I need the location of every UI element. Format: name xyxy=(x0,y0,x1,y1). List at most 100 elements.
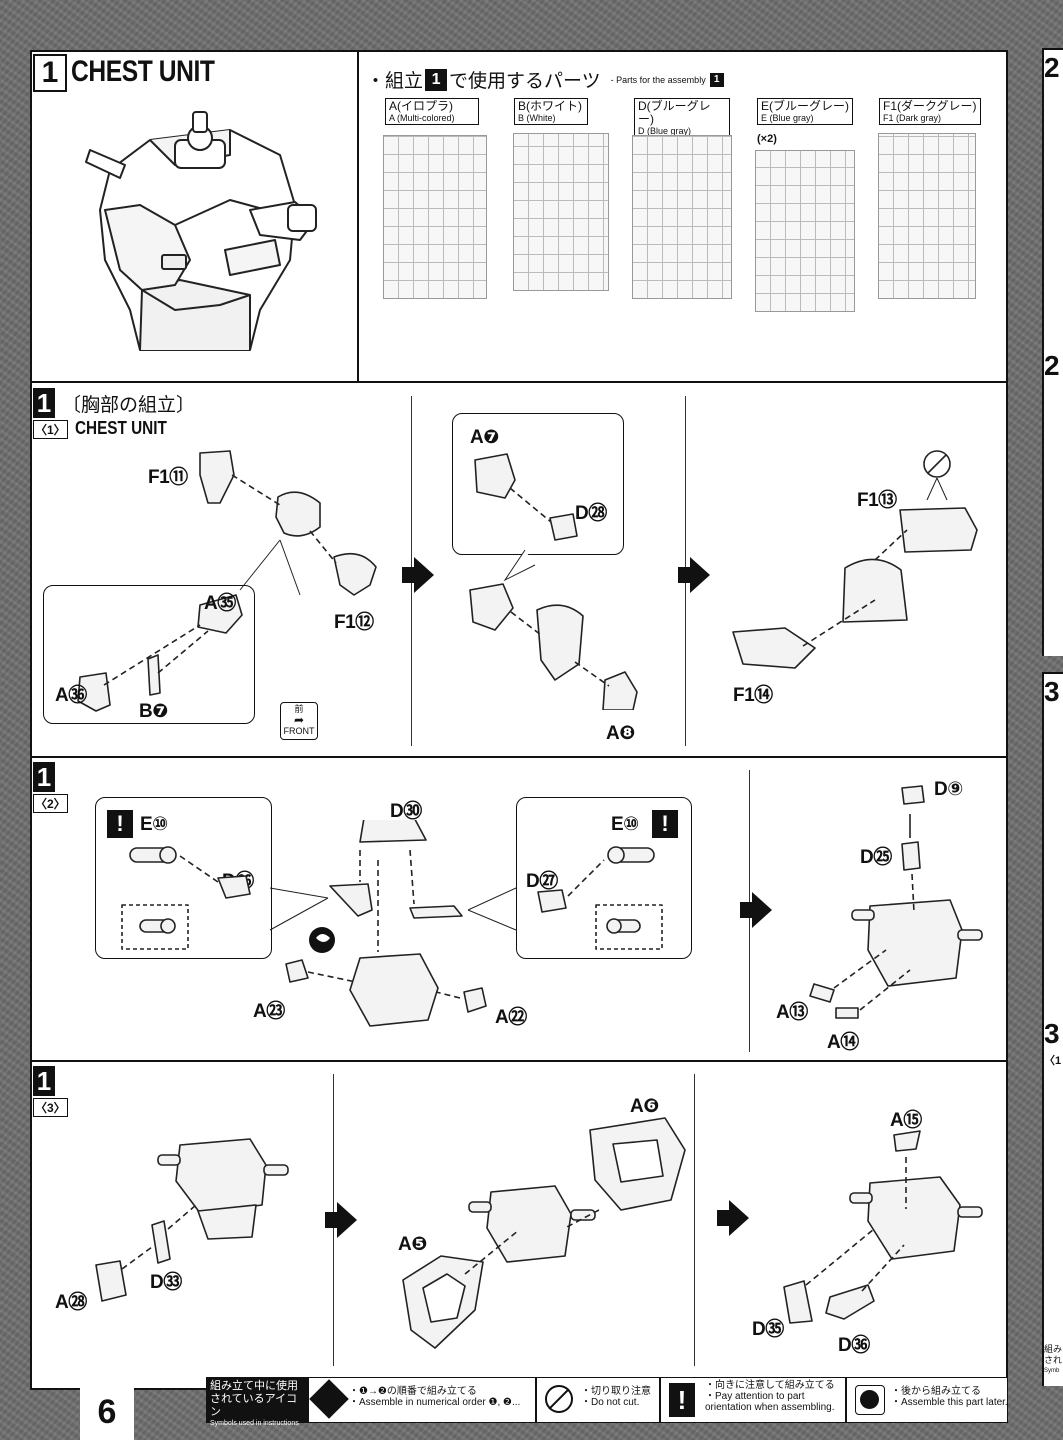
front-icon-arrow: ➦ xyxy=(293,713,305,727)
front-icon-en: FRONT xyxy=(283,726,315,736)
step1-subnumber: 〈1〉 xyxy=(33,420,68,439)
legend-item-4-jp: ・後から組み立てる xyxy=(891,1386,981,1397)
label-b7: B❼ xyxy=(139,701,168,722)
legend-title-en: Symbols used in instructions xyxy=(210,1420,299,1427)
runner-d-sprue xyxy=(632,135,732,299)
runner-label-d: D(ブルーグレー)D (Blue gray) xyxy=(634,98,730,138)
orientation-warning-icon: ! xyxy=(669,1383,695,1417)
step3-panel1-diagram xyxy=(95,1138,289,1302)
label-a15: A⑮ xyxy=(890,1110,922,1131)
step1-panel1-diagram xyxy=(77,450,377,712)
runner-b-sprue xyxy=(513,133,609,291)
label-f1-14: F1⑭ xyxy=(733,685,773,706)
label-a28: A㉘ xyxy=(55,1292,87,1313)
runner-d-en: D (Blue gray) xyxy=(638,126,692,136)
step1-title-en: CHEST UNIT xyxy=(75,418,167,438)
step2-diagram xyxy=(121,820,663,1027)
edge-tab-1: 2 xyxy=(1044,52,1060,83)
step1-title-jp: 〔胸部の組立〕 xyxy=(62,395,196,416)
legend-item-3-jp: ・向きに注意して組み立てる xyxy=(705,1380,835,1391)
runner-label-f1: F1(ダークグレー)F1 (Dark gray) xyxy=(879,98,981,125)
legend-item-do-not-cut: ・切り取り注意 ・Do not cut. xyxy=(536,1377,660,1423)
label-d30: D㉚ xyxy=(390,801,422,822)
edge-bottom-en: Symb xyxy=(1044,1368,1060,1374)
step2-subnumber: 〈2〉 xyxy=(33,794,68,813)
label-d36: D㊱ xyxy=(838,1335,870,1356)
label-e10-left: E⑩ xyxy=(140,814,168,835)
next-arrow-icon xyxy=(337,1202,357,1238)
runner-e-sprue xyxy=(755,150,855,312)
legend-item-4-en: ・Assemble this part later. xyxy=(891,1397,1008,1408)
step1-panel3-diagram xyxy=(732,450,978,669)
next-arrow-icon xyxy=(729,1200,749,1236)
next-page-edge-top xyxy=(1042,48,1063,656)
label-a23: A㉓ xyxy=(253,1001,285,1022)
label-f1-11: F1⑪ xyxy=(148,467,188,488)
label-f1-13: F1⑬ xyxy=(857,490,897,511)
assemble-later-icon xyxy=(855,1385,885,1415)
label-f1-12: F1⑫ xyxy=(334,612,374,633)
front-icon: 前 ➦ FRONT xyxy=(280,702,318,740)
runner-label-a: A(イロプラ)A (Multi-colored) xyxy=(385,98,479,125)
orientation-warning-icon: ! xyxy=(652,810,678,838)
legend-title-jp1: 組み立て中に使用 xyxy=(210,1380,298,1392)
legend-item-2-jp: ・切り取り注意 xyxy=(581,1386,651,1397)
edge-tab-2: 2 xyxy=(1044,350,1060,381)
edge-bottom-legend: 組み され Symb xyxy=(1044,1344,1063,1377)
label-a7: A❼ xyxy=(470,427,499,448)
next-arrow-icon xyxy=(414,557,434,593)
runner-e-count: (×2) xyxy=(757,133,777,145)
next-arrow-icon xyxy=(690,557,710,593)
runner-d-jp: D(ブルーグレー) xyxy=(638,99,711,126)
runner-b-en: B (White) xyxy=(518,113,556,123)
edge-bottom-jp-2: され xyxy=(1044,1355,1063,1365)
runner-a-jp: A(イロプラ) xyxy=(389,99,453,113)
step2-number: 1 xyxy=(33,762,55,792)
no-cut-icon xyxy=(545,1385,573,1413)
runner-f1-sprue xyxy=(878,133,976,299)
front-icon-jp: 前 xyxy=(294,704,304,714)
runner-a-sprue xyxy=(383,135,487,299)
header-step-number: 1 xyxy=(33,54,67,92)
legend-item-numerical-order: ・❶→❷の順番で組み立てる ・Assemble in numerical ord… xyxy=(308,1377,536,1423)
label-d33: D㉝ xyxy=(150,1272,182,1293)
label-a35: A㉟ xyxy=(204,593,236,614)
parts-header-prefix: 組立 xyxy=(385,71,424,92)
step3-panel3-diagram xyxy=(783,1130,983,1324)
runner-e-jp: E(ブルーグレー) xyxy=(761,99,849,113)
label-d9: D⑨ xyxy=(934,779,963,800)
parts-header-suffix: で使用するパーツ xyxy=(449,71,601,92)
legend-item-3-en: ・Pay attention to part orientation when … xyxy=(705,1391,835,1413)
orientation-warning-icon: ! xyxy=(107,810,133,838)
runner-f1-jp: F1(ダークグレー) xyxy=(883,99,977,113)
legend-title: 組み立て中に使用 されているアイコン Symbols used in instr… xyxy=(206,1377,308,1427)
legend-item-1-en: ・Assemble in numerical order ❶, ❷... xyxy=(349,1397,521,1408)
step2-right-diagram xyxy=(809,785,983,1019)
legend-item-2-en: ・Do not cut. xyxy=(581,1397,640,1408)
legend-item-1-jp: ・❶→❷の順番で組み立てる xyxy=(349,1386,477,1397)
runner-e-en: E (Blue gray) xyxy=(761,113,814,123)
legend-item-orientation: ! ・向きに注意して組み立てる ・Pay attention to part o… xyxy=(660,1377,846,1423)
header-title: CHEST UNIT xyxy=(71,55,215,88)
chest-unit-illustration xyxy=(85,111,317,351)
edge-sub: 〈1 xyxy=(1044,1055,1062,1067)
label-a6: A❻ xyxy=(630,1096,659,1117)
next-arrow-icon xyxy=(752,892,772,928)
page-number: 6 xyxy=(80,1384,134,1440)
runner-f1-en: F1 (Dark gray) xyxy=(883,113,942,123)
runner-a-en: A (Multi-colored) xyxy=(389,113,455,123)
label-a13: A⑬ xyxy=(776,1002,808,1023)
label-d28: D㉘ xyxy=(575,503,607,524)
edge-bottom-jp-1: 組み xyxy=(1044,1344,1063,1354)
label-e10-right: E⑩ xyxy=(611,814,639,835)
parts-header: ・ 組立 1 で使用するパーツ - Parts for the assembly… xyxy=(366,66,724,93)
edge-tab-4: 3 xyxy=(1044,1018,1060,1049)
parts-header-bullet: ・ xyxy=(366,71,386,92)
label-d35: D㉟ xyxy=(752,1319,784,1340)
runner-label-b: B(ホワイト)B (White) xyxy=(514,98,588,125)
runner-b-jp: B(ホワイト) xyxy=(518,99,582,113)
step1-number: 1 xyxy=(33,388,55,418)
step3-number: 1 xyxy=(33,1066,55,1096)
label-a5: A❺ xyxy=(398,1234,427,1255)
legend-item-assemble-later: ・後から組み立てる ・Assemble this part later. xyxy=(846,1377,1008,1423)
